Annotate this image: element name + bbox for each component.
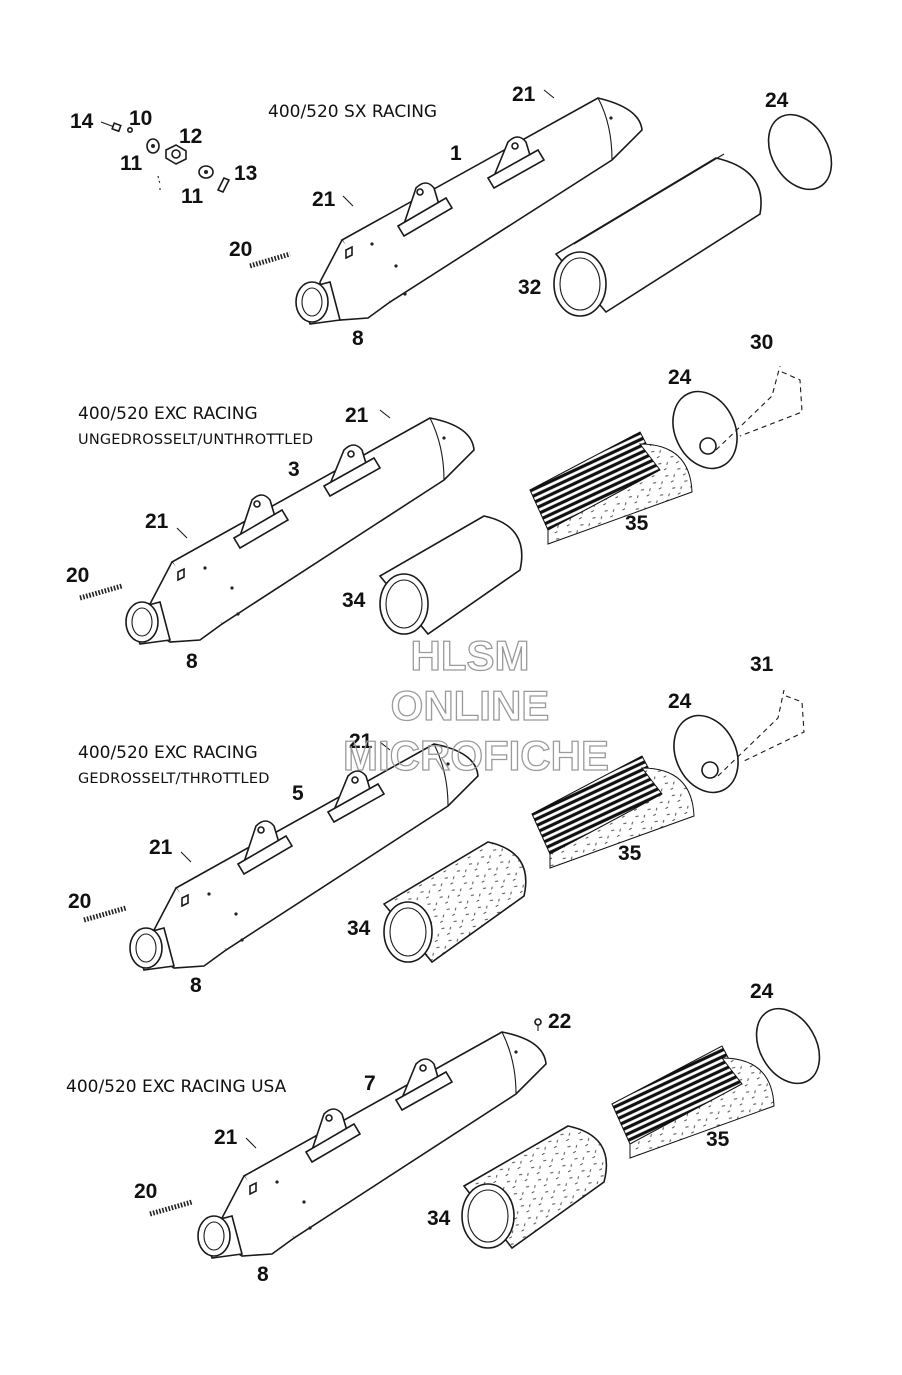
insert-tube-part-34-exc-throttled	[382, 841, 527, 964]
washer-part-10	[127, 127, 134, 134]
callout-34-exc-unthrottled: 34	[342, 589, 366, 612]
screw-part-14	[100, 121, 122, 133]
callout-24-exc-unthrottled: 24	[668, 366, 692, 389]
callout-21-exc-top: 21	[345, 404, 369, 427]
group-exc-unthrottled: 400/520 EXC RACING UNGEDROSSELT/UNTHROTT…	[66, 331, 803, 673]
watermark: HLSM ONLINE MICROFICHE	[342, 631, 609, 779]
group-title-exc-throttled: 400/520 EXC RACING	[78, 743, 258, 763]
callout-11-a: 11	[120, 152, 143, 175]
packing-part-35-exc-throttled	[531, 755, 695, 869]
callout-24-usa: 24	[750, 980, 774, 1003]
callout-34-exc-throttled: 34	[347, 917, 371, 940]
callout-10: 10	[129, 107, 152, 130]
callout-13: 13	[234, 162, 257, 185]
end-cap-part-8-usa	[197, 1215, 244, 1259]
small-parts-cluster	[100, 121, 231, 194]
spark-arrestor-part-30	[715, 365, 803, 451]
callout-20-sx: 20	[229, 238, 252, 261]
callout-20-usa: 20	[134, 1180, 157, 1203]
seal-disc-part-24-exc-throttled	[673, 714, 739, 794]
callout-20-exc-throttled: 20	[68, 890, 91, 913]
callout-8-exc-unthrottled: 8	[186, 650, 198, 673]
rivet-part-21-f	[180, 851, 192, 863]
seal-disc-part-24-exc-unthrottled	[672, 390, 738, 470]
spring-part-20-exc-throttled	[83, 905, 127, 923]
end-cap-part-8	[295, 281, 342, 325]
callout-11-b: 11	[181, 185, 204, 208]
callout-21-thr-top: 21	[349, 730, 373, 753]
callout-14: 14	[70, 110, 94, 133]
muffler-body-part-3	[149, 417, 475, 643]
callout-8-usa: 8	[257, 1263, 269, 1286]
rivet-part-21-a	[543, 89, 555, 99]
watermark-line-2: ONLINE	[391, 682, 550, 729]
muffler-body-part-7	[221, 1031, 547, 1257]
callout-12: 12	[179, 125, 202, 148]
group-title-exc-unthrottled: 400/520 EXC RACING	[78, 404, 258, 424]
rivet-part-21-d	[176, 527, 188, 539]
packing-part-35-usa	[611, 1045, 775, 1159]
group-title-exc-usa: 400/520 EXC RACING USA	[66, 1077, 287, 1097]
callout-24-exc-throttled: 24	[668, 690, 692, 713]
nut-part-13	[216, 176, 231, 194]
callout-21-sx-side: 21	[312, 188, 336, 211]
insert-tube-part-34-exc-unthrottled	[378, 515, 523, 636]
screw-part-22	[534, 1018, 542, 1031]
watermark-line-3: MICROFICHE	[343, 732, 609, 779]
callout-21-usa: 21	[214, 1126, 238, 1149]
nut-part-12	[165, 144, 187, 165]
rivet-part-21-e	[379, 741, 391, 751]
group-subtitle-exc-unthrottled: UNGEDROSSELT/UNTHROTTLED	[78, 432, 313, 448]
seal-ring-part-24-usa	[755, 1007, 821, 1085]
end-cap-part-8-exc-throttled	[129, 927, 176, 971]
watermark-line-1: HLSM	[411, 632, 530, 679]
callout-8-sx: 8	[352, 327, 364, 350]
callout-30: 30	[750, 331, 773, 354]
callout-21-sx-top: 21	[512, 83, 536, 106]
seal-ring-part-24	[767, 113, 833, 191]
spring-part-20-exc-unthrottled	[79, 583, 123, 601]
muffler-body-part-1	[319, 97, 643, 321]
callout-3: 3	[288, 458, 300, 481]
insert-tube-part-32	[553, 153, 762, 317]
packing-part-35-exc-unthrottled	[529, 431, 693, 545]
callout-21-exc-side: 21	[145, 510, 169, 533]
group-title-sx: 400/520 SX RACING	[268, 102, 437, 122]
callout-31: 31	[750, 653, 774, 676]
callout-22: 22	[548, 1010, 571, 1033]
spring-part-20	[249, 251, 291, 269]
end-cap-part-8-exc-unthrottled	[125, 601, 172, 645]
callout-1: 1	[450, 142, 462, 165]
group-exc-usa: 400/520 EXC RACING USA	[66, 980, 821, 1286]
callout-32: 32	[518, 276, 541, 299]
callout-35-usa: 35	[706, 1128, 730, 1151]
rivet-part-21-b	[342, 195, 354, 207]
group-subtitle-exc-throttled: GEDROSSELT/THROTTLED	[78, 771, 270, 787]
callout-21-thr-side: 21	[149, 836, 173, 859]
group-sx-racing: 400/520 SX RACING 14 10 12 11 11 13	[70, 83, 833, 350]
callout-8-exc-throttled: 8	[190, 974, 202, 997]
group-exc-throttled: 400/520 EXC RACING GEDROSSELT/THROTTLED	[68, 653, 805, 997]
callout-20-exc-unthrottled: 20	[66, 564, 89, 587]
rivet-part-21-c	[379, 409, 391, 419]
callout-24-sx: 24	[765, 89, 789, 112]
muffler-body-part-5	[153, 743, 479, 969]
callout-5: 5	[292, 782, 304, 805]
callout-34-usa: 34	[427, 1207, 451, 1230]
rivet-part-21-g	[245, 1137, 257, 1149]
spring-part-20-usa	[149, 1199, 193, 1217]
insert-tube-part-34-usa	[461, 1125, 608, 1250]
spark-arrestor-part-31	[717, 689, 805, 777]
callout-35-exc-throttled: 35	[618, 842, 642, 865]
callout-7: 7	[364, 1072, 376, 1095]
callout-35-exc-unthrottled: 35	[625, 512, 649, 535]
